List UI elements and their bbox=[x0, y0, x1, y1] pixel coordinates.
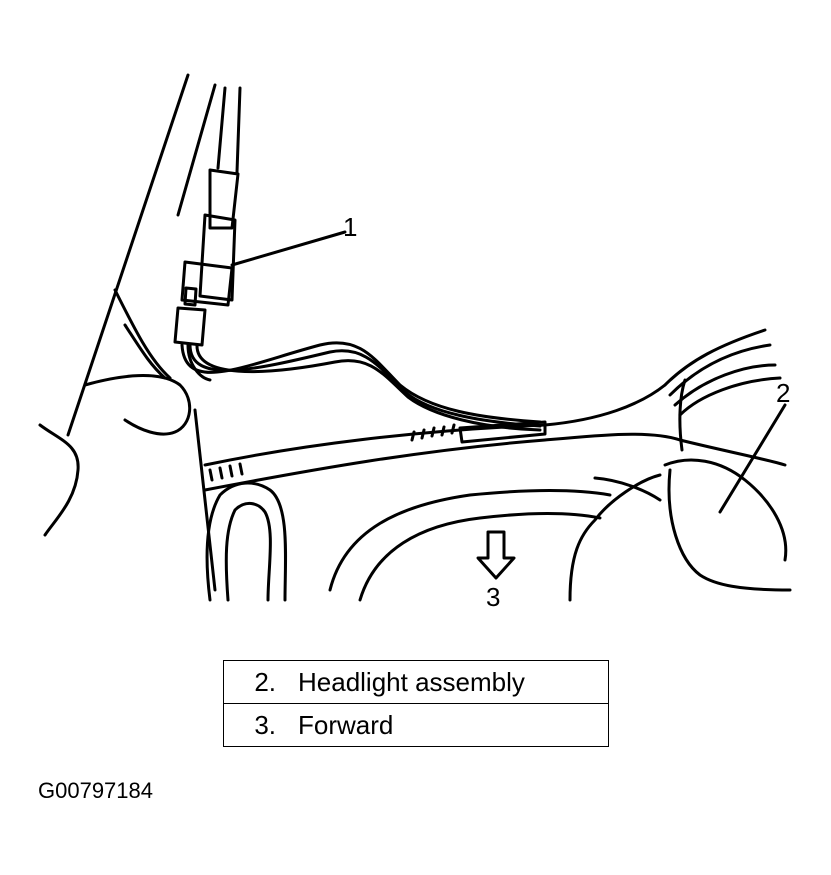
inner-wall bbox=[193, 408, 217, 592]
legend-number: 2. bbox=[254, 666, 276, 697]
wire-3 bbox=[195, 343, 542, 432]
figure-id: G00797184 bbox=[38, 778, 153, 803]
hose-loop bbox=[205, 481, 288, 602]
legend-label: Forward bbox=[298, 709, 394, 740]
connector bbox=[198, 213, 237, 302]
callout-1: 1 bbox=[343, 212, 357, 242]
right-hand bbox=[663, 458, 788, 562]
fender-edge bbox=[66, 73, 190, 437]
leader-line-2 bbox=[718, 403, 787, 514]
wheel-well-curve bbox=[113, 288, 172, 380]
legend-table: 2. Headlight assembly 3. Forward bbox=[223, 660, 609, 747]
legend-label: Headlight assembly bbox=[298, 666, 525, 697]
forward-arrow-icon bbox=[476, 530, 516, 580]
callout-3: 3 bbox=[486, 582, 500, 612]
legend-row: 2. Headlight assembly bbox=[223, 660, 609, 704]
inner-panel-edge bbox=[176, 83, 217, 217]
legend-number: 3. bbox=[254, 709, 276, 740]
callout-2: 2 bbox=[776, 378, 790, 408]
wire-2 bbox=[188, 343, 542, 428]
legend-row: 3. Forward bbox=[223, 703, 609, 747]
cable-upper bbox=[216, 86, 242, 174]
headlight-opening bbox=[328, 489, 612, 592]
left-hand bbox=[38, 423, 80, 537]
wire-1 bbox=[180, 341, 542, 424]
harness-sleeve bbox=[203, 383, 667, 467]
headlight-wiring-illustration: 1 2 3 bbox=[38, 73, 792, 612]
leader-line-1 bbox=[230, 230, 347, 267]
